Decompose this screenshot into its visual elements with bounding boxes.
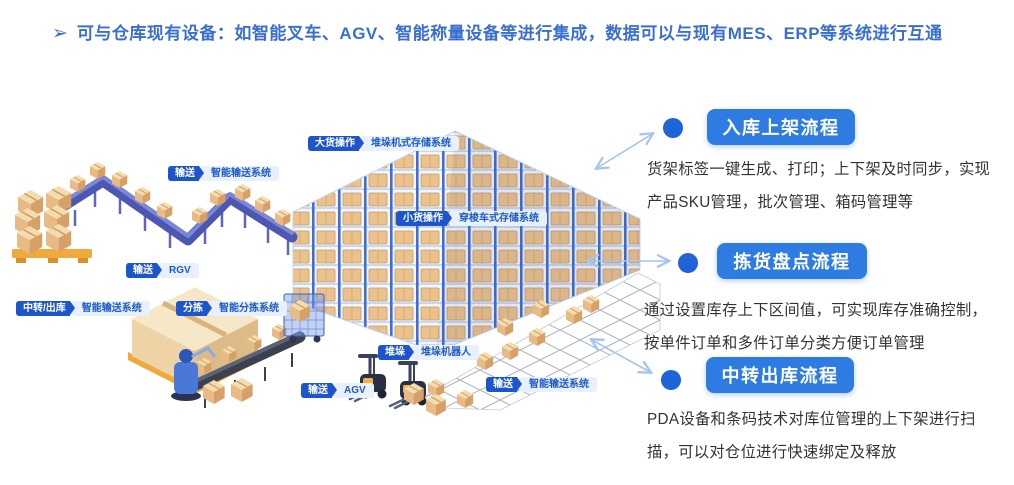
tag-system: 智能输送系统 bbox=[71, 301, 150, 316]
tag-system: 穿梭车式存储系统 bbox=[449, 211, 547, 226]
process-dot-2 bbox=[678, 253, 698, 273]
tag-bulk-storage: 大货操作 堆垛机式存储系统 bbox=[308, 136, 459, 151]
page-title: ➢ 可与仓库现有设备：如智能叉车、AGV、智能称量设备等进行集成，数据可以与现有… bbox=[52, 22, 943, 46]
tag-conveyor-bottom: 输送 智能输送系统 bbox=[486, 377, 597, 392]
tag-category: 输送 bbox=[486, 377, 522, 392]
process-desc-picking: 通过设置库存上下区间值，可实现库存准确控制，按单件订单和多件订单分类方便订单管理 bbox=[644, 302, 988, 352]
process-button-outbound[interactable]: 中转出库流程 bbox=[706, 357, 854, 393]
tag-category: 分拣 bbox=[176, 301, 212, 316]
sorting-conveyor bbox=[179, 323, 306, 408]
rack-block bbox=[292, 130, 641, 353]
tag-system: 堆垛机式存储系统 bbox=[361, 136, 459, 151]
arrow-bullet-icon: ➢ bbox=[52, 23, 68, 44]
tag-system: 智能输送系统 bbox=[201, 166, 279, 181]
process-dot-3 bbox=[661, 370, 681, 390]
connector-arrow-3 bbox=[592, 340, 650, 372]
tag-category: 输送 bbox=[168, 166, 204, 181]
cage-trolley bbox=[283, 293, 325, 343]
sorting-robot bbox=[171, 346, 216, 401]
pallet-stack bbox=[12, 185, 92, 263]
tag-system: 堆垛机器人 bbox=[411, 345, 479, 360]
tag-stacking-robot: 堆垛 堆垛机器人 bbox=[378, 345, 479, 360]
tag-category: 堆垛 bbox=[378, 345, 414, 360]
tag-sorting: 分拣 智能分拣系统 bbox=[176, 301, 287, 316]
tag-shuttle-storage: 小货操作 穿梭车式存储系统 bbox=[396, 211, 547, 226]
tag-category: 输送 bbox=[126, 263, 162, 278]
page-title-text: 可与仓库现有设备：如智能叉车、AGV、智能称量设备等进行集成，数据可以与现有ME… bbox=[76, 24, 943, 43]
process-button-picking[interactable]: 拣货盘点流程 bbox=[717, 243, 867, 279]
process-desc-outbound: PDA设备和条码技术对库位管理的上下架进行扫描，可以对仓位进行快速绑定及释放 bbox=[647, 411, 976, 461]
tag-category: 大货操作 bbox=[308, 136, 364, 151]
process-desc-inbound: 货架标签一键生成、打印；上下架及时同步，实现产品SKU管理，批次管理、箱码管理等 bbox=[647, 161, 991, 211]
tag-system: 智能输送系统 bbox=[519, 377, 597, 392]
process-button-inbound[interactable]: 入库上架流程 bbox=[707, 109, 855, 145]
tag-category: 小货操作 bbox=[396, 211, 452, 226]
tag-agv: 输送 AGV bbox=[301, 383, 374, 398]
connector-arrow-1 bbox=[597, 134, 652, 168]
tag-category: 中转/出库 bbox=[16, 301, 75, 316]
tag-rgv: 输送 RGV bbox=[126, 263, 199, 278]
process-dot-1 bbox=[663, 118, 683, 138]
tag-transfer-outbound: 中转/出库 智能输送系统 bbox=[16, 301, 150, 316]
tag-system: RGV bbox=[159, 263, 199, 278]
tag-conveyor-top: 输送 智能输送系统 bbox=[168, 166, 279, 181]
tag-system: 智能分拣系统 bbox=[209, 301, 287, 316]
conveyor-belt bbox=[59, 161, 298, 255]
tag-system: AGV bbox=[334, 383, 374, 398]
tag-category: 输送 bbox=[301, 383, 337, 398]
